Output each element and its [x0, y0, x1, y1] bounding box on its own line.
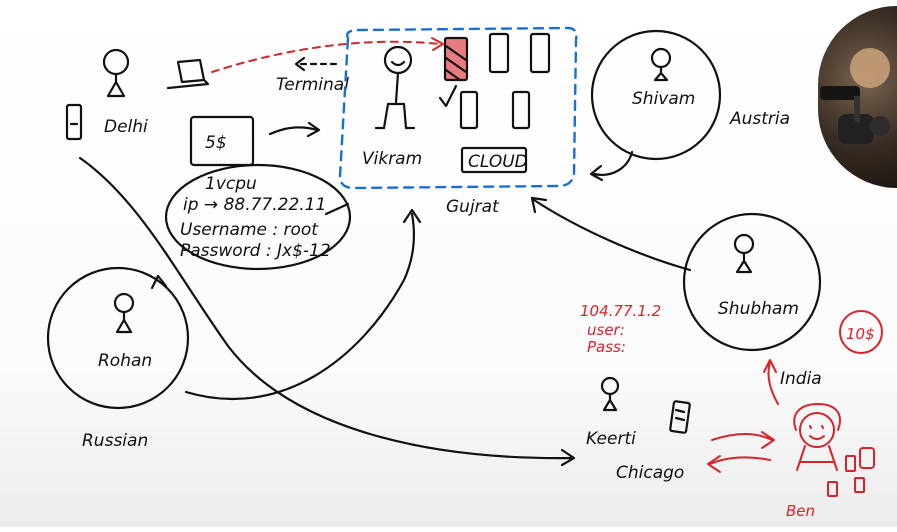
keerti-phone-icon: [669, 400, 691, 434]
delhi-keerti-arrowhead: [560, 448, 576, 467]
chicago-label: Chicago: [616, 463, 684, 483]
rohan-to-cloud-arrow: [184, 212, 416, 401]
vikram-person-icon: [374, 45, 416, 130]
rohan-up-arrowhead: [150, 274, 168, 290]
ben-person-icon: [793, 403, 841, 471]
price-arrowhead: [306, 121, 321, 138]
shivam-circle: [590, 29, 722, 161]
spec-ip: ip → 88.77.22.11: [183, 195, 326, 215]
cloud-box: [460, 146, 528, 174]
ben-to-india-arrow: [767, 361, 779, 405]
spec-ellipse: [164, 163, 352, 271]
india-arrowhead: [763, 359, 777, 373]
keerti-ben-arrow-bottom: [709, 456, 771, 465]
shivam-arrowhead: [589, 164, 604, 182]
shivam-person-icon: [650, 47, 672, 82]
terminal-label: Terminal: [276, 75, 349, 95]
rohan-label: Rohan: [98, 351, 152, 371]
terminal-arrowhead: [294, 56, 306, 72]
shubham-label: Shubham: [718, 299, 799, 319]
delhi-person-icon: [102, 48, 130, 98]
spec-user: Username : root: [180, 220, 319, 240]
price-box: [189, 115, 255, 167]
red-user-label: user:: [587, 321, 625, 339]
spec-connector: [324, 202, 350, 216]
russian-label: Russian: [82, 431, 148, 451]
india-label: India: [780, 369, 822, 389]
microphone-icon: [820, 48, 890, 144]
spec-cpu: 1vcpu: [205, 174, 257, 194]
spec-pass: Password : Jx$-12: [180, 241, 331, 261]
shubham-person-icon: [733, 233, 755, 274]
keerti-ben-arrow-top: [711, 433, 773, 441]
laptop-icon: [166, 58, 210, 90]
austria-label: Austria: [729, 109, 790, 129]
arrowhead-right: [761, 431, 775, 449]
ben-devices-icon: [827, 447, 875, 497]
keerti-label: Keerti: [586, 429, 636, 449]
delhi-to-keerti-curve: [78, 156, 574, 460]
vikram-label: Vikram: [362, 149, 422, 169]
keerti-person-icon: [600, 376, 620, 412]
red-dashed-arrow: [211, 40, 441, 73]
cloud-boundary: [338, 26, 578, 190]
arrowhead-left: [707, 455, 721, 473]
red-pass-label: Pass:: [587, 338, 626, 356]
ten-dollar-label: 10$: [846, 325, 875, 343]
shivam-arrow: [592, 150, 634, 176]
price-arrow: [268, 126, 320, 136]
red-arrowhead: [431, 37, 444, 51]
rohan-arrowhead: [402, 208, 422, 224]
rohan-person-icon: [113, 292, 135, 334]
shubham-to-cloud-arrow: [532, 198, 692, 272]
red-ip-label: 104.77.1.2: [580, 302, 661, 320]
server-rack-icon: [438, 32, 551, 130]
shivam-label: Shivam: [632, 89, 695, 109]
delhi-label: Delhi: [104, 117, 148, 137]
price-label: 5$: [205, 133, 227, 153]
phone-icon: [65, 103, 83, 141]
cloud-box-label: CLOUD: [468, 152, 528, 172]
ben-label: Ben: [786, 502, 815, 520]
rohan-circle: [46, 266, 190, 410]
ten-dollar-circle: [839, 310, 883, 354]
shubham-circle: [682, 212, 822, 352]
shubham-arrowhead: [530, 196, 548, 214]
gujrat-label: Gujrat: [446, 197, 500, 217]
